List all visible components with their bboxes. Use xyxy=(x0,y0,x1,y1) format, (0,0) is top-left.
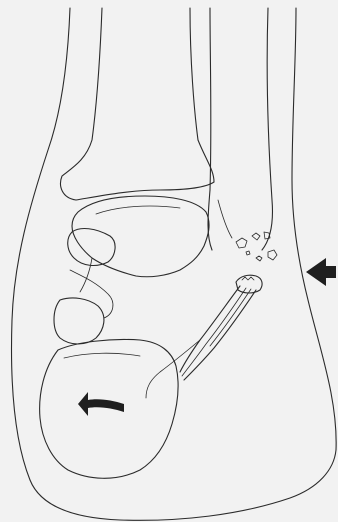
tendon-fiber xyxy=(182,288,246,376)
tibia-plafond xyxy=(76,182,214,200)
fracture-fragment xyxy=(246,251,250,255)
sustentaculum-line xyxy=(64,353,140,358)
tendon-sheath xyxy=(146,340,200,398)
rotation-arrow xyxy=(78,392,124,416)
tibia-medial-border xyxy=(61,8,102,200)
soft-tissue-outline xyxy=(12,8,337,520)
tendon-band-lower xyxy=(184,290,256,380)
talus-outline xyxy=(72,196,209,277)
calcaneus-outline xyxy=(40,339,178,478)
lateral-pointer-arrow xyxy=(306,258,336,286)
fibula-inner-line xyxy=(218,200,232,238)
tendon-fiber xyxy=(210,289,251,346)
fracture-fragment xyxy=(256,256,262,261)
cuboid-outline xyxy=(54,298,104,344)
fracture-fragment xyxy=(268,250,277,260)
talus-dome-line xyxy=(96,206,180,214)
avulsion-fragment xyxy=(236,275,262,293)
cuneiform-line xyxy=(70,270,113,318)
avulsion-fragment-detail xyxy=(242,277,254,280)
fracture-fragment xyxy=(264,232,270,239)
fibula-lateral-border xyxy=(262,8,273,250)
fibula-medial-border xyxy=(208,8,212,250)
fracture-fragment xyxy=(252,233,260,240)
tendon-band-upper xyxy=(180,286,240,372)
fracture-fragment xyxy=(236,238,247,248)
